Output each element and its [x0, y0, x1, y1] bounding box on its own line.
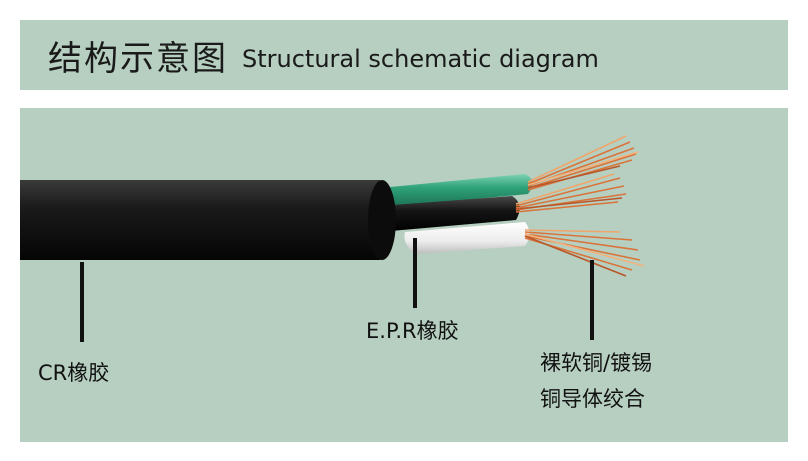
- label-conductor-line2: 铜导体绞合: [540, 387, 645, 411]
- copper-strands-middle: [515, 173, 627, 213]
- copper-strands-bottom: [524, 229, 645, 277]
- outer-sheath: [20, 180, 396, 260]
- cable-diagram: [20, 135, 645, 342]
- label-insulation: E.P.R橡胶: [366, 319, 459, 343]
- label-conductor-line1: 裸软铜/镀锡: [540, 351, 653, 375]
- title-chinese: 结构示意图: [48, 38, 228, 79]
- wire-white: [404, 222, 530, 254]
- wire-black: [380, 196, 520, 232]
- header-bar: 结构示意图 Structural schematic diagram: [20, 20, 788, 90]
- label-sheath: CR橡胶: [38, 361, 110, 385]
- copper-strands-top: [527, 135, 639, 191]
- diagram-panel: CR橡胶 E.P.R橡胶 裸软铜/镀锡 铜导体绞合: [20, 108, 788, 442]
- wire-green: [380, 174, 533, 208]
- title-english: Structural schematic diagram: [242, 45, 599, 73]
